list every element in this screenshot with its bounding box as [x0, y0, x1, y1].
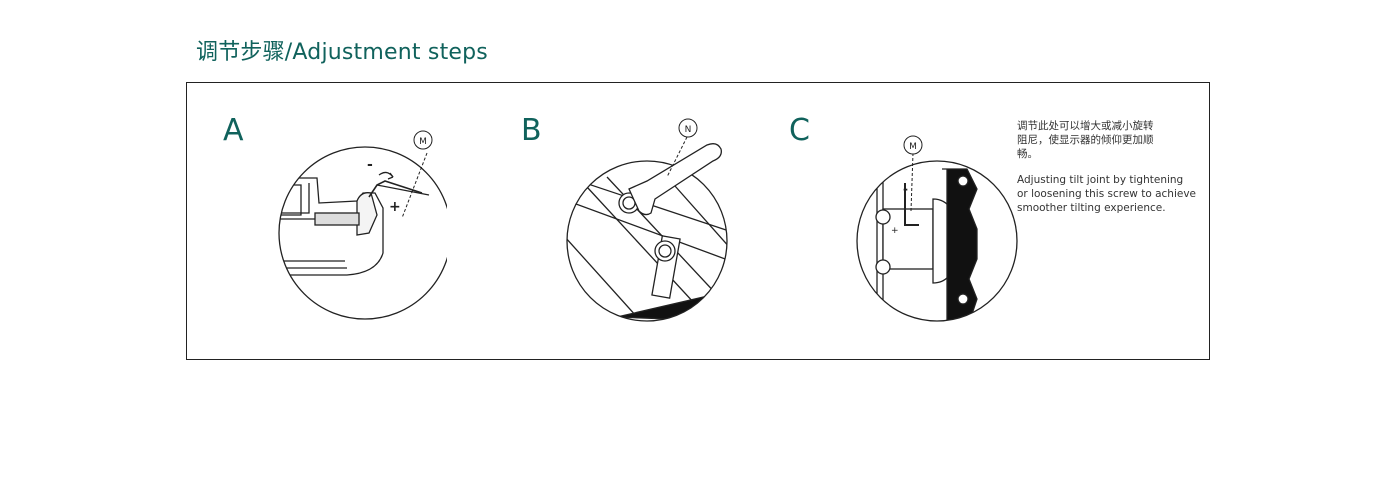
step-c-illustration: M - +	[856, 135, 1018, 322]
step-c-plus: +	[891, 226, 899, 236]
step-c-tool-marker: M	[909, 142, 917, 152]
step-b-tool-marker: N	[685, 125, 692, 135]
step-a-letter: A	[223, 113, 244, 148]
note-chinese: 调节此处可以增大或减小旋转阻尼，使显示器的倾仰更加顺畅。	[1017, 120, 1154, 160]
step-c-minus: -	[903, 182, 908, 196]
step-b-letter: B	[521, 113, 542, 148]
note-english: Adjusting tilt joint by tightening or lo…	[1017, 174, 1197, 214]
adjustment-steps-panel: A M - + B	[186, 82, 1210, 360]
step-a-plus: +	[389, 199, 401, 215]
page-title: 调节步骤/Adjustment steps	[196, 40, 488, 65]
step-a-tool-marker: M	[419, 137, 427, 147]
step-c-letter: C	[789, 113, 810, 148]
step-b-illustration: N	[566, 118, 728, 322]
step-a-illustration: M - +	[278, 130, 447, 320]
step-a-minus: -	[367, 157, 373, 173]
